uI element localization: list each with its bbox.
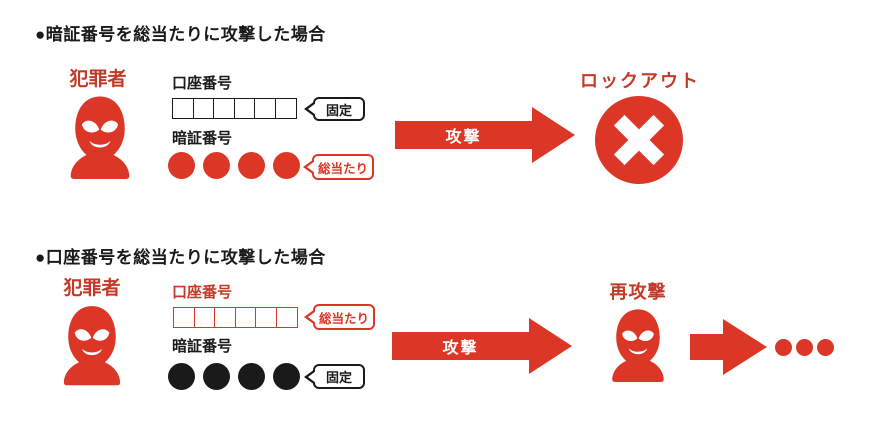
account-number-boxes (172, 98, 297, 119)
account-number-label: 口座番号 (172, 283, 233, 301)
ellipsis-dot (817, 339, 834, 356)
account-number-boxes (173, 307, 298, 328)
digit-box (214, 307, 236, 328)
criminal-balaclava-icon (62, 95, 138, 179)
criminal-balaclava-icon (605, 302, 671, 388)
fixed-tag-bubble: 固定 (313, 97, 365, 121)
account-number-label: 口座番号 (172, 74, 233, 92)
brute-force-tag-label: 総当たり (318, 311, 369, 326)
repeat-arrow (690, 319, 767, 375)
repeat-arrow-body (690, 334, 723, 360)
pin-dot (168, 152, 195, 179)
pin-dot (203, 363, 230, 390)
pin-dot (273, 152, 300, 179)
digit-box (275, 307, 298, 328)
pin-number-label: 暗証番号 (172, 337, 233, 355)
fixed-tag-bubble: 固定 (313, 364, 365, 389)
digit-box (173, 307, 195, 328)
digit-box (193, 307, 216, 328)
scenario2-title: ●口座番号を総当たりに攻撃した場合 (35, 248, 326, 267)
attack-arrow-body: 攻撃 (392, 332, 529, 360)
digit-box (233, 98, 256, 119)
ellipsis-dot (775, 339, 792, 356)
criminal-balaclava-icon (56, 304, 128, 386)
ellipsis-dots (775, 339, 834, 356)
brute-force-tag-label: 総当たり (317, 161, 368, 176)
attack-arrow-body: 攻撃 (395, 121, 532, 149)
attack-arrow-label: 攻撃 (442, 340, 479, 357)
digit-box (254, 98, 276, 119)
digit-box (213, 98, 235, 119)
pin-dots (168, 152, 300, 179)
fixed-tag-label: 固定 (325, 102, 352, 118)
pin-dot (273, 363, 300, 390)
pin-dot (238, 363, 265, 390)
attacker-label: 犯罪者 (63, 277, 121, 299)
reattack-label: 再攻撃 (609, 282, 667, 303)
pin-dot (238, 152, 265, 179)
pin-dot (203, 152, 230, 179)
lockout-label: ロックアウト (580, 71, 700, 92)
brute-force-tag-bubble: 総当たり (313, 304, 375, 330)
pin-dots (168, 363, 300, 390)
digit-box (274, 98, 297, 119)
lockout-x-icon (595, 96, 683, 184)
repeat-arrow-head (723, 319, 767, 375)
digit-box (192, 98, 215, 119)
scenario1-title: ●暗証番号を総当たりに攻撃した場合 (35, 25, 326, 44)
fixed-tag-label: 固定 (325, 370, 352, 385)
pin-dot (168, 363, 195, 390)
attack-arrow: 攻撃 (395, 107, 575, 163)
attack-arrow-head (532, 107, 575, 163)
ellipsis-dot (796, 339, 813, 356)
pin-number-label: 暗証番号 (172, 129, 233, 147)
attack-arrow-label: 攻撃 (445, 129, 482, 146)
attack-arrow-head (529, 318, 572, 374)
attacker-label: 犯罪者 (69, 68, 127, 90)
attack-arrow: 攻撃 (392, 318, 572, 374)
digit-box (172, 98, 194, 119)
digit-box (234, 307, 257, 328)
digit-box (255, 307, 277, 328)
brute-force-tag-bubble: 総当たり (312, 154, 374, 180)
